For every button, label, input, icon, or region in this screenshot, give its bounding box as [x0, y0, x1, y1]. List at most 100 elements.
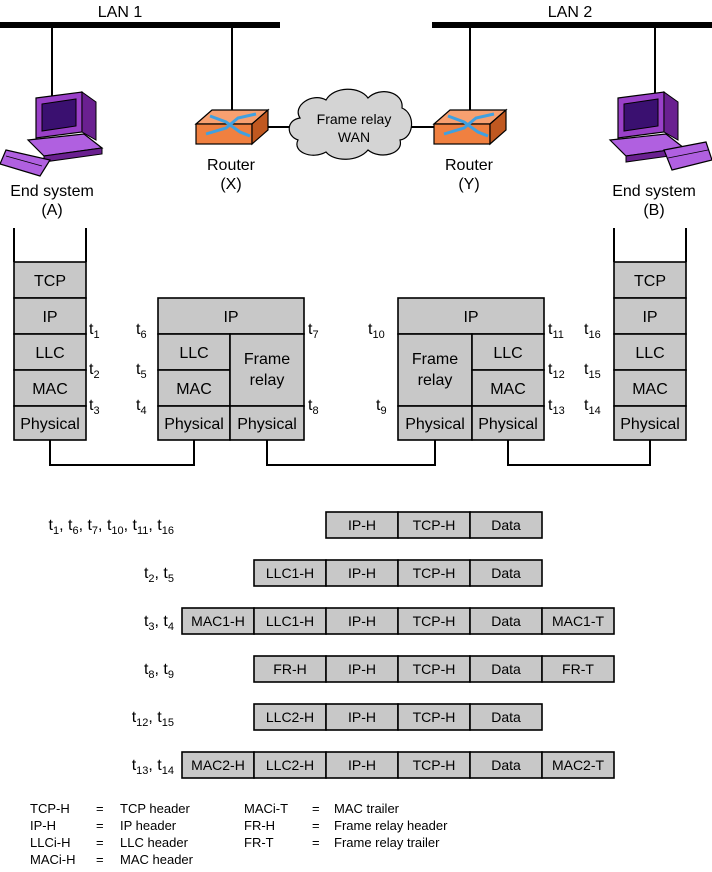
stack-b-llc [613, 333, 687, 371]
wan-label-line1: Frame relay [317, 111, 392, 127]
stack-a-mac [13, 369, 87, 407]
frame-field [325, 655, 399, 683]
router-y-id: (Y) [458, 176, 479, 193]
legend-key-2: LLCi-H [30, 835, 70, 850]
frame-time-label: t12, t15 [132, 709, 174, 729]
frame-field [541, 607, 615, 635]
time-t3: t3 [89, 397, 100, 417]
time-t15: t15 [584, 361, 601, 381]
stack-b: TCP IP LLC MAC Physical [613, 261, 687, 441]
stack-router-x: IP LLC MAC Physical Frame relay Physical [157, 297, 305, 441]
legend-eq-3: = [96, 852, 104, 867]
legend-desc-6: Frame relay trailer [334, 835, 440, 850]
legend-eq-6: = [312, 835, 320, 850]
legend-key-1: IP-H [30, 818, 56, 833]
stack-x-ip-label: IP [223, 309, 238, 326]
frame-field-label: TCP-H [413, 613, 456, 629]
wan-cloud-icon [288, 88, 413, 160]
frame-time-label: t2, t5 [144, 565, 174, 585]
stack-x-mac [157, 369, 231, 407]
stack-y-mac [471, 369, 545, 407]
stack-b-ip-label: IP [642, 309, 657, 326]
legend-key-3: MACi-H [30, 852, 76, 867]
frame-field [541, 655, 615, 683]
legend-eq-4: = [312, 801, 320, 816]
frame-field [469, 511, 543, 539]
frame-field [253, 751, 327, 779]
time-t8: t8 [308, 397, 319, 417]
frame-field [397, 511, 471, 539]
router-y-icon [432, 108, 508, 146]
stack-a-tcp [13, 261, 87, 299]
stack-y-physical-left-label: Physical [405, 416, 465, 433]
lan2-label: LAN 2 [548, 4, 593, 21]
stack-x-ip [157, 297, 305, 335]
legend: TCP-H = TCP header IP-H = IP header LLCi… [30, 801, 448, 867]
frame-field [253, 703, 327, 731]
computer-b-icon [608, 91, 712, 171]
stack-b-ip [613, 297, 687, 335]
legend-desc-2: LLC header [120, 835, 189, 850]
frame-field-label: IP-H [348, 709, 376, 725]
legend-key-4: MACi-T [244, 801, 288, 816]
stack-x-physical-left-label: Physical [164, 416, 224, 433]
physical-link-x-y [266, 440, 436, 466]
physical-link-a-x [49, 440, 195, 466]
router-x-id: (X) [220, 176, 241, 193]
stack-b-physical-label: Physical [620, 416, 680, 433]
legend-desc-5: Frame relay header [334, 818, 448, 833]
frame-field-label: LLC2-H [266, 757, 314, 773]
stack-a: TCP IP LLC MAC Physical [13, 261, 87, 441]
router-y-label: Router [445, 157, 494, 174]
frame-field [253, 655, 327, 683]
frame-field-label: LLC1-H [266, 613, 314, 629]
stack-y-llc [471, 333, 545, 371]
frame-field-label: MAC1-T [552, 613, 605, 629]
router-x-icon [194, 108, 270, 146]
time-t12: t12 [548, 361, 565, 381]
time-t16: t16 [584, 321, 601, 341]
frame-time-label: t3, t4 [144, 613, 174, 633]
time-t13: t13 [548, 397, 565, 417]
frame-time-label: t13, t14 [132, 757, 174, 777]
time-t9: t9 [376, 397, 387, 417]
frame-field-label: Data [491, 709, 521, 725]
time-t14: t14 [584, 397, 601, 417]
frame-time-label: t1, t6, t7, t10, t11, t16 [49, 517, 174, 537]
frame-field-label: MAC1-H [191, 613, 245, 629]
legend-desc-1: IP header [120, 818, 177, 833]
stack-y-physical-right-label: Physical [478, 416, 538, 433]
end-system-b-id: (B) [643, 202, 664, 219]
stack-x-fr-label-1: Frame [244, 351, 290, 368]
legend-key-0: TCP-H [30, 801, 70, 816]
stack-y-ip-label: IP [463, 309, 478, 326]
legend-desc-3: MAC header [120, 852, 194, 867]
stack-x-frame-relay [229, 333, 305, 407]
stack-b-tcp-label: TCP [634, 273, 666, 290]
stack-a-physical [13, 405, 87, 441]
frame-field [469, 751, 543, 779]
frame-field-label: MAC2-H [191, 757, 245, 773]
frame-field-label: Data [491, 517, 521, 533]
stack-y-physical-left [397, 405, 473, 441]
time-t11: t11 [548, 321, 564, 341]
legend-eq-0: = [96, 801, 104, 816]
legend-eq-2: = [96, 835, 104, 850]
legend-eq-1: = [96, 818, 104, 833]
time-t6: t6 [136, 321, 147, 341]
time-t5: t5 [136, 361, 147, 381]
frame-field-label: TCP-H [413, 661, 456, 677]
legend-key-5: FR-H [244, 818, 275, 833]
frame-field [325, 703, 399, 731]
frame-field-label: IP-H [348, 661, 376, 677]
frame-formats: IP-H TCP-H Data t1, t6, t7, t10, t11, t16LL… [49, 511, 615, 779]
stack-y-mac-label: MAC [490, 381, 526, 398]
legend-desc-0: TCP header [120, 801, 191, 816]
stack-x-physical-right-label: Physical [237, 416, 297, 433]
legend-eq-5: = [312, 818, 320, 833]
stack-a-llc [13, 333, 87, 371]
